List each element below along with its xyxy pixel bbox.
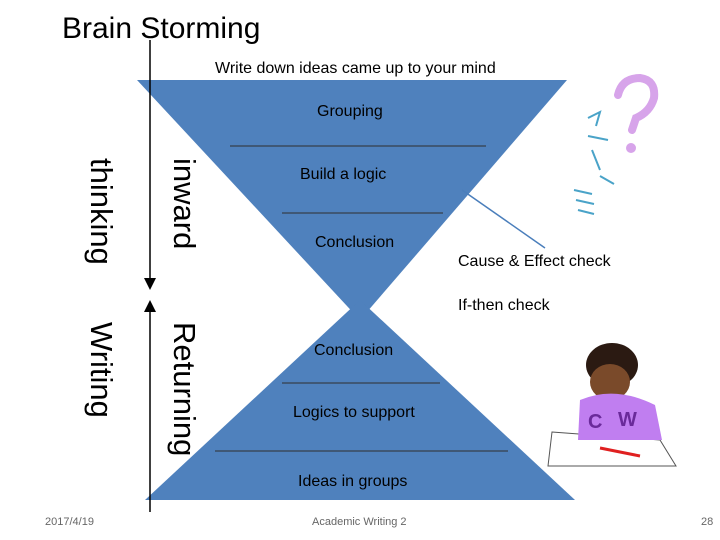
slide-title: Brain Storming [62,12,261,45]
cause-effect-check-label: Cause & Effect check [458,253,611,270]
student-writing-illustration: C W [547,343,677,467]
svg-text:W: W [618,409,637,431]
footer-page-number: 28 [701,516,714,528]
funnel-level-build-logic: Build a logic [300,166,387,183]
footer-date: 2017/4/19 [45,516,94,528]
pyramid-level-logics: Logics to support [293,404,415,421]
side-label-inward: inward [167,158,202,250]
thinking-person-illustration [573,73,659,215]
footer-course: Academic Writing 2 [312,516,407,528]
side-label-thinking: thinking [84,158,119,265]
top-funnel-shape [137,80,567,320]
pyramid-level-conclusion: Conclusion [314,342,394,359]
funnel-level-conclusion: Conclusion [315,234,395,251]
slide-subtitle: Write down ideas came up to your mind [215,60,496,77]
check-connector-line [461,189,546,249]
pyramid-level-ideas: Ideas in groups [298,473,408,490]
svg-text:C: C [588,411,602,433]
funnel-level-grouping: Grouping [317,103,383,120]
if-then-check-label: If-then check [458,297,550,314]
bottom-pyramid-shape [145,300,575,500]
side-label-returning: Returning [167,322,202,457]
side-label-writing: Writing [84,322,119,418]
